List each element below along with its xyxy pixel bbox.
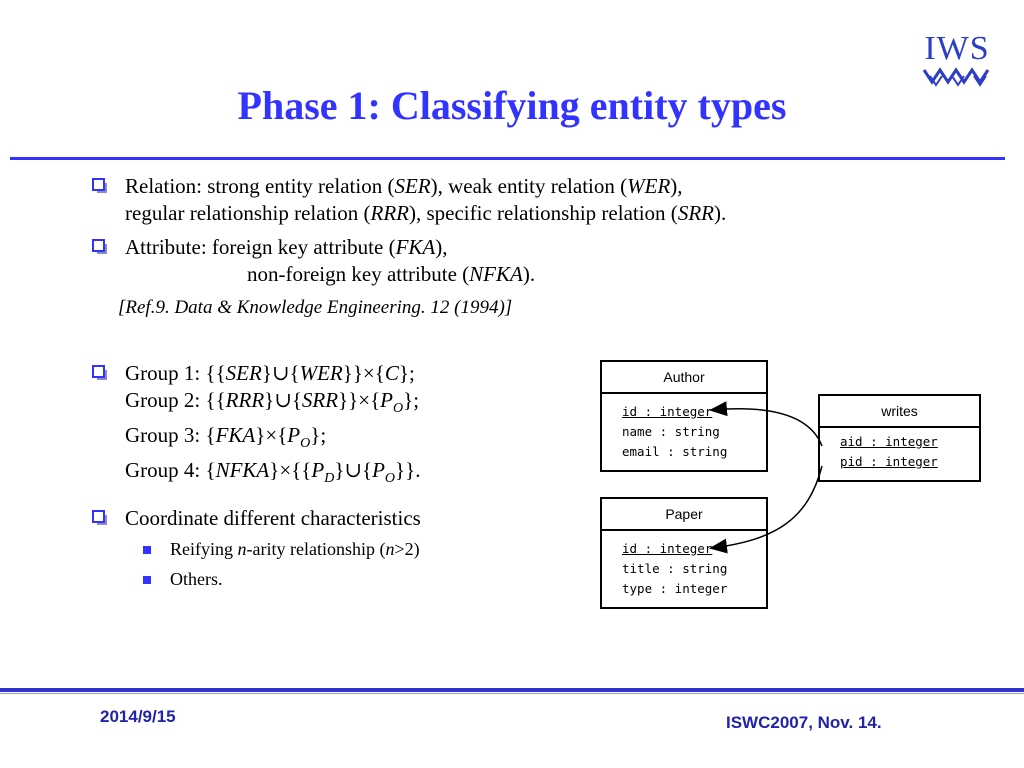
logo-wave-icon bbox=[922, 67, 990, 87]
attribute-line-2: non-foreign key attribute (NFKA). bbox=[247, 262, 536, 286]
relation-line-1: Relation: strong entity relation (SER), … bbox=[125, 174, 683, 198]
logo-text: IWS bbox=[924, 30, 990, 67]
paper-attr-title: title : string bbox=[622, 561, 728, 576]
rrr-term: RRR bbox=[370, 201, 409, 225]
groups-item: Group 1: {{SER}∪{WER}}×{C}; Group 2: {{R… bbox=[125, 360, 420, 492]
relation-item: Relation: strong entity relation (SER), … bbox=[125, 173, 726, 227]
attribute-item: Attribute: foreign key attribute (FKA), … bbox=[125, 234, 535, 288]
bullet-icon bbox=[92, 510, 107, 525]
footer-divider bbox=[0, 688, 1024, 692]
sub-bullet-icon bbox=[143, 546, 151, 554]
reference-citation: [Ref.9. Data & Knowledge Engineering. 12… bbox=[118, 297, 513, 318]
title-divider bbox=[10, 157, 1005, 160]
author-entity-name: Author bbox=[602, 362, 766, 394]
fka-term: FKA bbox=[395, 235, 436, 259]
paper-entity-box: Paper id : integer title : string type :… bbox=[600, 497, 768, 609]
pid-to-paper-id-arrow bbox=[709, 465, 823, 554]
footer-date: 2014/9/15 bbox=[100, 707, 176, 726]
group-4: Group 4: {NFKA}×{{PD}∪{PO}}. bbox=[125, 458, 421, 486]
coordinate-heading: Coordinate different characteristics bbox=[125, 506, 421, 530]
footer-conference: ISWC2007, Nov. 14. bbox=[726, 713, 882, 732]
paper-attr-type: type : integer bbox=[622, 581, 728, 596]
writes-attr-pid: pid : integer bbox=[840, 454, 938, 469]
group-3: Group 3: {FKA}×{PO}; bbox=[125, 423, 327, 451]
wer-term: WER bbox=[627, 174, 671, 198]
attribute-line-1: Attribute: foreign key attribute (FKA), bbox=[125, 235, 448, 259]
iws-logo: IWS bbox=[918, 30, 996, 90]
srr-term: SRR bbox=[677, 201, 714, 225]
slide-title: Phase 1: Classifying entity types bbox=[237, 83, 787, 128]
ser-term: SER bbox=[394, 174, 431, 198]
relation-line-2: regular relationship relation (RRR), spe… bbox=[125, 201, 727, 225]
paper-attr-id: id : integer bbox=[622, 541, 713, 556]
coordinate-sub-2: Others. bbox=[170, 569, 223, 589]
group-2: Group 2: {{RRR}∪{SRR}}×{PO}; bbox=[125, 388, 420, 416]
author-attr-id: id : integer bbox=[622, 404, 713, 419]
author-entity-box: Author id : integer name : string email … bbox=[600, 360, 768, 472]
author-attr-name: name : string bbox=[622, 424, 720, 439]
nfka-term: NFKA bbox=[469, 262, 523, 286]
bullet-icon bbox=[92, 365, 107, 380]
bullet-icon bbox=[92, 178, 107, 193]
bullet-icon bbox=[92, 239, 107, 254]
group-1: Group 1: {{SER}∪{WER}}×{C}; bbox=[125, 361, 415, 385]
coordinate-sub-1: Reifying n-arity relationship (n>2) bbox=[170, 539, 420, 559]
writes-relation-box: writes aid : integer pid : integer bbox=[818, 394, 981, 482]
aid-to-author-id-arrow bbox=[709, 401, 823, 447]
footer-divider-thin bbox=[0, 693, 1024, 694]
writes-relation-name: writes bbox=[820, 396, 979, 428]
paper-entity-name: Paper bbox=[602, 499, 766, 531]
sub-bullet-icon bbox=[143, 576, 151, 584]
author-attr-email: email : string bbox=[622, 444, 728, 459]
writes-attr-aid: aid : integer bbox=[840, 434, 938, 449]
